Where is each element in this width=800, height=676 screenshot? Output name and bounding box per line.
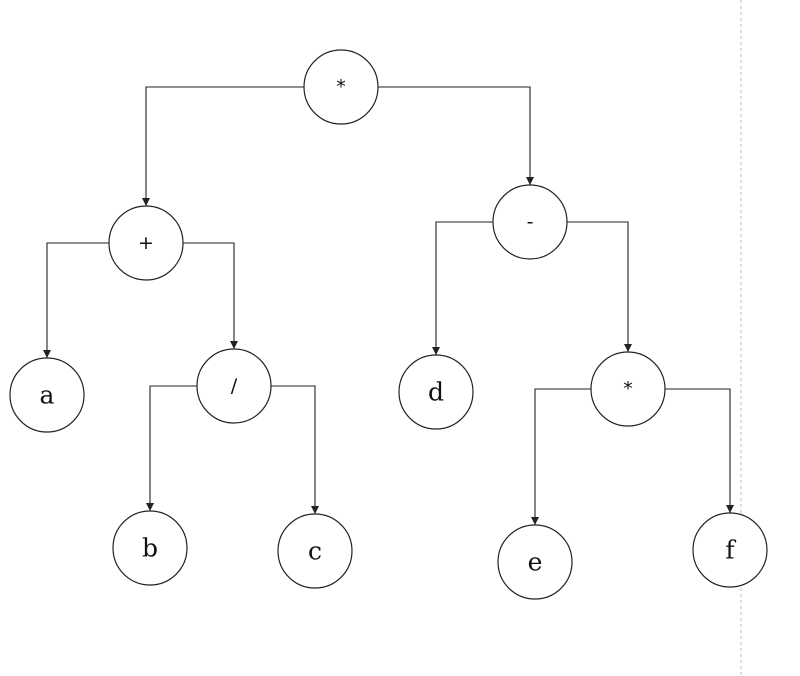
node-label: * [623,378,633,400]
node-circle [108,205,184,281]
edge-n2-n4 [43,242,109,358]
node-circle [9,357,85,433]
tree-node-n7: c [277,513,353,589]
tree-node-n1: * [303,49,379,125]
tree-node-n8: d [398,354,474,430]
node-label: d [428,378,444,407]
edge-n5-n7 [271,385,319,514]
node-circle [398,354,474,430]
node-label: / [231,375,238,397]
tree-node-n5: / [196,348,272,424]
node-circle [692,512,768,588]
edge-n1-n2 [142,86,304,206]
node-circle [590,351,666,427]
tree-node-n9: * [590,351,666,427]
edge-n2-n5 [183,242,238,349]
edge-n9-n11 [665,388,734,513]
node-circle [277,513,353,589]
edge-n9-n10 [531,388,591,525]
edge-n3-n8 [432,221,493,355]
node-circle [303,49,379,125]
node-label: * [336,76,346,98]
node-label: c [308,537,322,566]
tree-node-n4: a [9,357,85,433]
node-circle [492,184,568,260]
node-circle [196,348,272,424]
node-label: b [142,534,158,563]
tree-node-n3: - [492,184,568,260]
tree-node-n6: b [112,510,188,586]
edges-layer [43,86,734,525]
edge-n5-n6 [146,385,197,511]
node-label: + [138,232,154,254]
tree-node-n10: e [497,524,573,600]
nodes-layer: * + - a / b c d * e f [9,49,768,600]
node-circle [497,524,573,600]
node-label: - [527,211,534,233]
tree-node-n11: f [692,512,768,588]
node-label: a [40,381,55,410]
node-circle [112,510,188,586]
node-label: e [528,548,543,577]
edge-n1-n3 [378,86,534,185]
edge-n3-n9 [567,221,632,352]
tree-node-n2: + [108,205,184,281]
node-label: f [725,536,736,565]
